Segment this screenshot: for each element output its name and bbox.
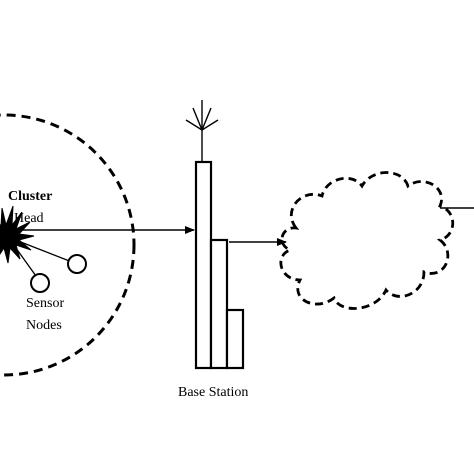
cluster-head-node (0, 205, 35, 264)
sensor-node (30, 273, 50, 293)
sensor-nodes-label-line2: Nodes (26, 318, 62, 333)
base-station-label: Base Station (178, 385, 248, 400)
sensor-node (67, 254, 87, 274)
antenna-icon (185, 100, 219, 162)
cluster-head-label-line2: Head (14, 211, 44, 226)
cloud-network (279, 171, 455, 310)
cluster-boundary (0, 113, 136, 377)
cluster-head-label-line1: Cluster (8, 189, 52, 204)
base-station-tower (194, 160, 245, 370)
sensor-nodes-label-line1: Sensor (26, 296, 64, 311)
